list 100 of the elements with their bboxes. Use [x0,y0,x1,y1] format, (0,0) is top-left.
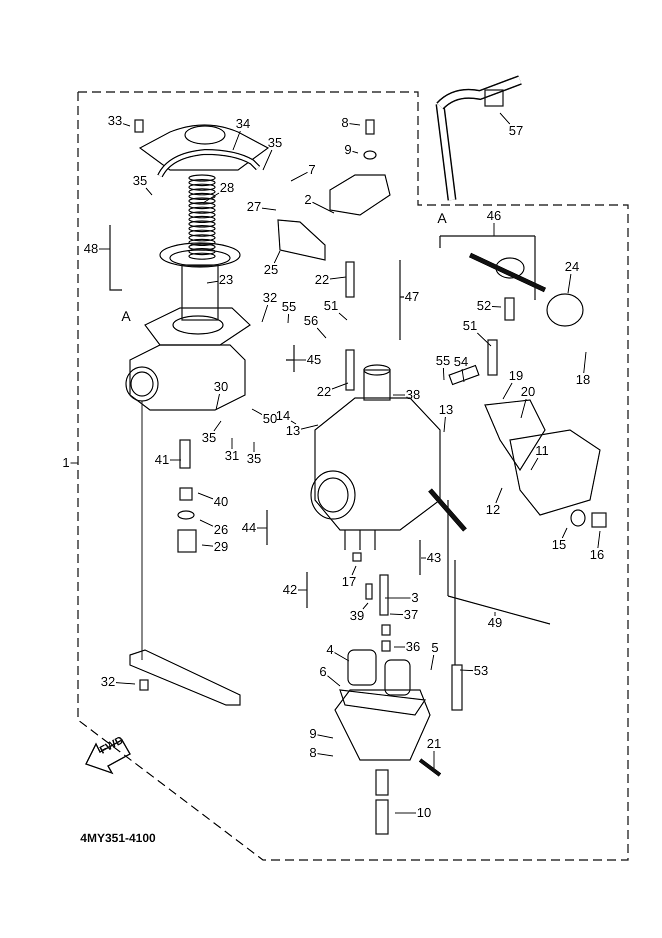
leader-line [430,654,434,670]
callout-number: 19 [508,369,524,383]
leader-line [392,394,406,396]
leader-line [262,208,276,210]
callout-number: 30 [212,380,230,394]
leader-line [332,382,348,390]
leader-line [462,368,464,382]
leader-line [116,682,136,684]
leader-line [330,276,346,280]
callout-number: 18 [574,373,592,387]
callout-number: 25 [262,263,280,277]
callout-number: 33 [106,114,124,128]
callout-number: 2 [303,193,313,207]
callout-number: 48 [82,242,100,256]
leader-line [122,123,130,126]
callout-number: 12 [484,503,502,517]
callout-number: 57 [508,124,524,138]
callout-number: 51 [462,319,478,333]
callout-number: 42 [282,583,298,597]
leader-line [216,394,220,410]
callout-number: 37 [402,608,420,622]
callout-number: 22 [316,385,332,399]
callout-number: 35 [132,174,148,188]
leader-line [460,670,474,672]
callout-number: 7 [307,163,317,177]
leader-line [338,312,348,320]
leader-line [494,612,496,616]
leader-line [334,652,350,662]
leader-line [390,614,404,616]
callout-number: 55 [434,354,452,368]
leader-line [206,280,218,284]
callout-number: 35 [246,452,262,466]
callout-number: 55 [280,300,298,314]
leader-line [202,544,214,547]
callout-number: 6 [318,665,328,679]
leader-line [520,398,527,418]
leader-line [394,646,406,648]
callout-number: 10 [416,806,432,820]
leader-line [262,304,268,322]
callout-number: 27 [246,200,262,214]
leader-line [495,488,502,504]
callout-number: 24 [564,260,580,274]
leader-line [317,734,334,738]
callout-number: 17 [340,575,358,589]
leader-line [232,130,241,150]
leader-line [476,332,492,346]
callout-number: 4 [325,643,335,657]
reference-letter: A [121,309,131,323]
leader-line [290,172,308,182]
callout-number: 16 [588,548,606,562]
callout-number: 3 [410,591,420,605]
leader-line [262,150,272,170]
leader-line [442,368,444,380]
leader-line [146,188,152,196]
callout-number: 8 [340,116,350,130]
leader-line [290,420,296,424]
reference-letter: A [437,211,447,225]
callout-number: 40 [212,495,230,509]
callout-number: 1 [61,456,71,470]
leader-line [349,123,360,126]
callout-number: 21 [426,737,442,751]
leader-line [198,492,214,500]
callout-number: 56 [302,314,320,328]
callout-number: 53 [472,664,490,678]
leader-line [317,753,334,756]
callout-number: 13 [284,424,302,438]
callout-number: 39 [348,609,366,623]
callout-number: 5 [430,641,440,655]
callout-number: 9 [308,727,318,741]
leader-line [312,202,334,214]
callout-number: 44 [240,521,258,535]
leader-line [98,248,110,250]
callout-number: 51 [322,299,340,313]
leader-line [362,602,368,610]
leader-line [300,424,318,430]
callout-number: 46 [486,209,502,223]
leader-line [444,416,446,432]
callout-number: 15 [550,538,568,552]
callout-number: 28 [218,181,236,195]
leader-line [502,382,513,400]
callout-number: 35 [200,431,218,445]
callout-number: 41 [154,453,170,467]
callout-number: 26 [212,523,230,537]
part-number: 4MY351-4100 [80,832,156,844]
leader-line [252,408,262,416]
callout-number: 29 [212,540,230,554]
leader-line [568,274,572,294]
callout-number: 11 [534,444,550,458]
leader-line [288,314,290,324]
callout-number: 20 [520,385,536,399]
callout-number: 13 [438,403,454,417]
leader-line [70,462,78,464]
callout-number: 54 [452,355,470,369]
callout-number: 31 [224,449,240,463]
callout-number: 45 [306,353,322,367]
callout-number: 32 [262,291,278,305]
leader-line [583,352,586,374]
leader-line [327,675,340,686]
callout-number: 34 [234,117,252,131]
callout-number: 36 [404,640,422,654]
